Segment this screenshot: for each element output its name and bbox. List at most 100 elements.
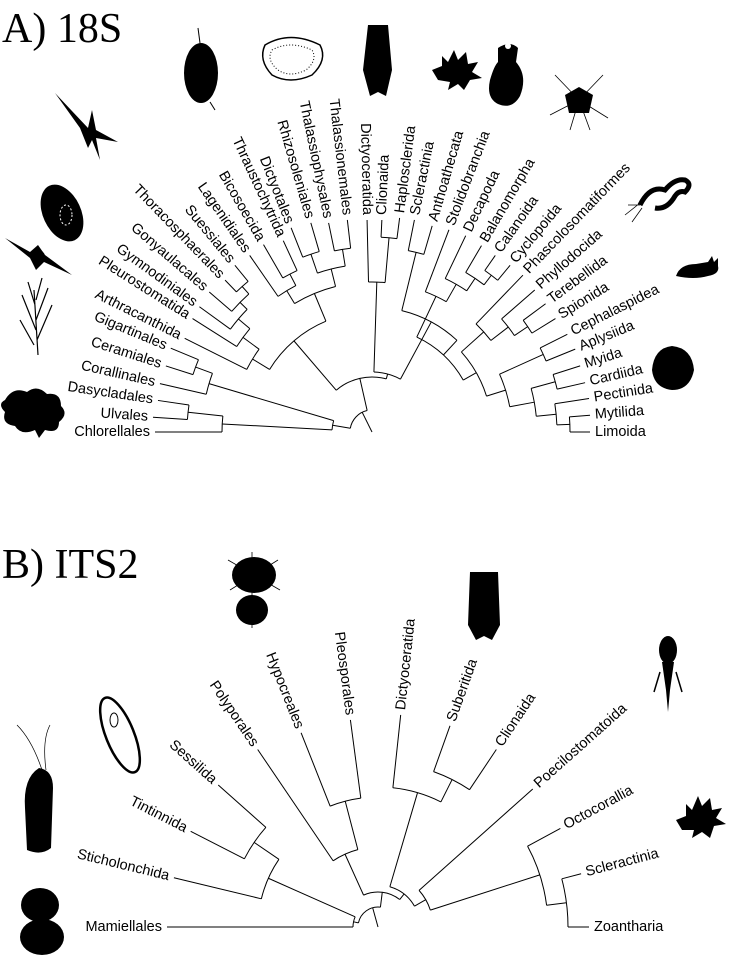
branch [165, 365, 194, 376]
branch-arc [205, 373, 213, 395]
branch [396, 217, 401, 239]
branch-arc [352, 916, 356, 928]
leaf-label: Suberitida [444, 656, 481, 724]
branch [497, 264, 511, 281]
branch [344, 853, 365, 896]
branch [224, 279, 237, 293]
leaf-label: Dictyoceratida [393, 617, 419, 711]
branch [556, 382, 586, 390]
branch [159, 383, 207, 395]
branch [242, 336, 260, 350]
branch [346, 219, 352, 249]
branch [353, 921, 359, 924]
branch-arc [554, 403, 558, 425]
branch [286, 290, 295, 304]
branch [531, 381, 556, 389]
branch [546, 902, 567, 906]
branch [461, 331, 485, 353]
leaf-label: Ulvales [100, 406, 149, 425]
branch [152, 416, 188, 421]
branch-arc [349, 410, 368, 429]
branch [552, 365, 581, 375]
branch [536, 413, 557, 417]
branch-arc [433, 771, 470, 791]
branch [501, 289, 536, 320]
branch [157, 399, 190, 406]
copepod-icon [653, 636, 683, 712]
branch-arc [416, 336, 464, 381]
leaf-label: Mytilida [594, 403, 645, 423]
panel-b-title: B) ITS2 [2, 542, 139, 588]
branch [249, 255, 279, 297]
branch [401, 252, 417, 311]
branch-arc [186, 404, 190, 420]
branch [313, 293, 327, 322]
branch-arc [461, 351, 487, 397]
branch [332, 424, 351, 429]
leaf-label: Mamiellales [85, 919, 162, 935]
coral-icon [432, 50, 482, 90]
branch [330, 268, 337, 287]
branch [545, 348, 576, 362]
branch [483, 274, 492, 286]
branch [361, 412, 373, 433]
branch-arc [522, 320, 533, 334]
leaf-label: Limoida [595, 424, 647, 440]
branch [328, 222, 335, 251]
branch [263, 244, 284, 279]
tree-18s: ChlorellalesUlvalesDasycladalesCorallina… [67, 98, 663, 440]
branch [241, 286, 250, 295]
branch [282, 240, 298, 271]
branch [430, 874, 540, 911]
leaf-label: Zoantharia [594, 919, 664, 935]
sea-slug-icon [676, 256, 719, 278]
branch [173, 877, 262, 900]
branch [380, 219, 383, 238]
branch [390, 792, 419, 884]
branch [373, 282, 378, 373]
echinoderm-larva-icon [549, 74, 609, 131]
branch [444, 235, 467, 279]
branch-arc [246, 348, 260, 370]
branch [499, 353, 544, 375]
branch-arc [334, 247, 351, 252]
leaf-label: Hypocreales [262, 650, 307, 731]
branch [184, 337, 248, 370]
branch [252, 358, 270, 370]
branch [192, 318, 238, 347]
branch [379, 892, 383, 908]
branch-arc [425, 291, 447, 303]
ascidian-icon [489, 43, 524, 106]
branch [188, 411, 223, 417]
branch [554, 397, 590, 405]
coral-icon [676, 796, 726, 838]
branch [341, 249, 346, 267]
branch [509, 401, 535, 408]
branch [310, 254, 318, 274]
branch [208, 291, 233, 312]
branch [442, 339, 458, 356]
fungus-icon [227, 552, 281, 628]
branch [199, 306, 231, 330]
sponge-icon [468, 572, 500, 640]
leaf-label: Polyporales [206, 678, 262, 750]
leaf-label: Chlorellales [74, 424, 150, 440]
green-alga-icon [1, 388, 65, 438]
branch [484, 255, 496, 271]
branch-arc [243, 827, 267, 860]
branch-arc [418, 890, 431, 911]
branch [170, 347, 199, 361]
branch [293, 340, 337, 391]
branch [539, 333, 568, 349]
branch-arc [331, 420, 335, 430]
panel-a-title: A) 18S [2, 6, 122, 52]
branch [424, 229, 450, 292]
branch [195, 366, 213, 374]
branch-arc [302, 251, 320, 258]
branch [344, 801, 359, 850]
polychaete-icon [624, 177, 692, 223]
branch [561, 873, 582, 880]
branch [416, 296, 437, 338]
seaweed-icon [19, 277, 53, 356]
